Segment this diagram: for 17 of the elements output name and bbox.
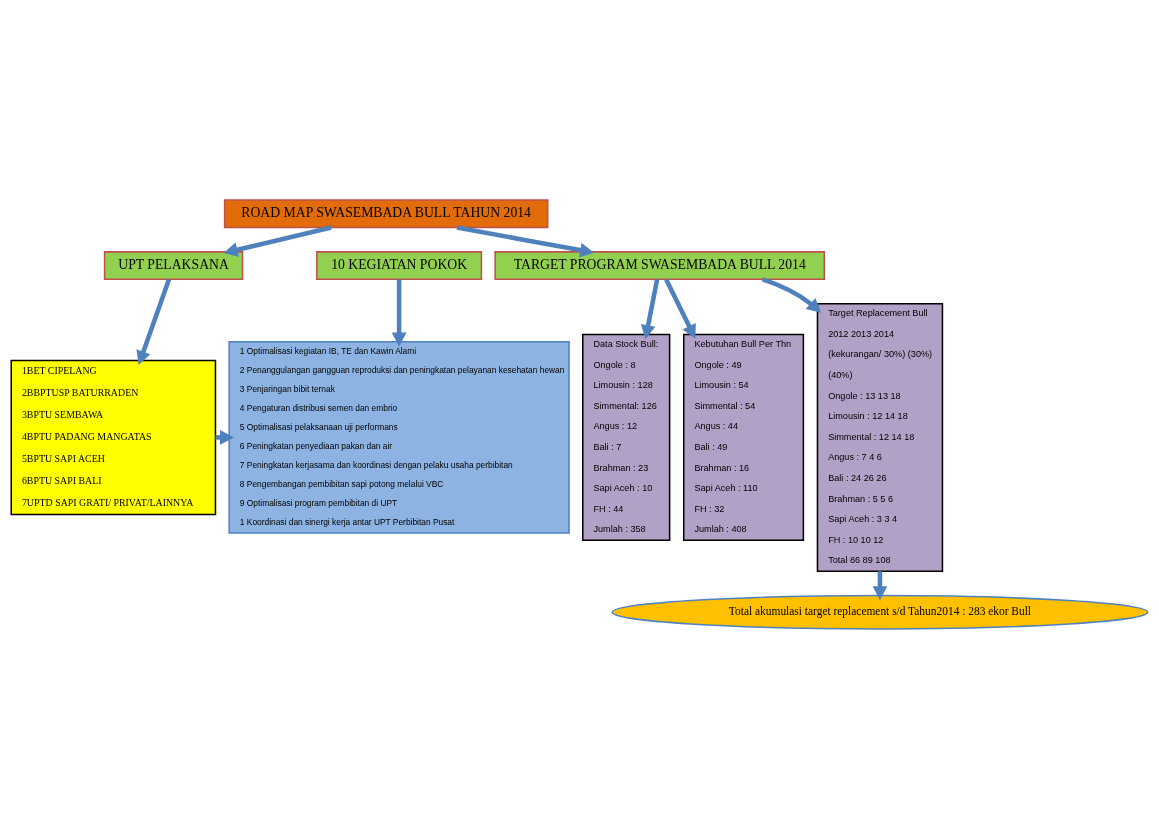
node-box: 10 KEGIATAN POKOK [316,250,483,280]
node-box: Kebutuhan Bull Per Thn Ongole : 49 Limousin : 54 Simmental : 54 Angus : 44 Bali : 49 Brahman : 16 Sapi Aceh : 110 FH : 32 Jumlah : 408 [682,333,805,541]
arrow [664,277,696,339]
node-box: Target Replacement Bull 2012 2013 2014 (kekurangan/ 30%) (30%) (40%) Ongole : 13 13 18 Limousin : 12 14 18 Simmental : 12 14 18 Angus : 7 4 6 Bali : 24 26 26 Brahman : 5 5 6 Sapi Aceh : 3 3 4 FH : 10 10 12 Total 86 89 108 [816,302,944,572]
node-box: 1BET CIPELANG 2BBPTUSP BATURRADEN 3BPTU SEMBAWA 4BPTU PADANG MANGATAS 5BPTU SAPI ACEH 6BPTU SAPI BALI 7UPTD SAPI GRATI/ PRIVAT/LAINNYA [10,359,217,515]
node-ellipse: Total akumulasi target replacement s/d Tahun2014 : 283 ekor Bull [611,594,1149,630]
node-box: ROAD MAP SWASEMBADA BULL TAHUN 2014 [223,198,549,228]
node-box: UPT PELAKSANA [103,250,244,280]
arrow [223,224,332,257]
node-box: 1 Optimalisasi kegiatan IB, TE dan Kawin Alami 2 Penanggulangan gangguan reproduksi dan peningkatan pelayanan kesehatan hewan 3 Penjaringan bibit ternak 4 Pengaturan distribusi semen dan embrio 5 Optimalisasi pelaksanaan uji performans 6 Peningkatan penyediaan pakan dan air 7 Peningkatan kerjasama dan koordinasi dengan pelaku usaha perbibitan 8 Pengembangan pembibitan sapi potong melalui VBC 9 Optimalisasi program pembibitan di UPT 1 Koordinasi dan sinergi kerja antar UPT Perbibitan Pusat [228,340,570,534]
arrow [456,224,595,257]
node-box: Data Stock Bull: Ongole : 8 Limousin : 128 Simmental: 126 Angus : 12 Bali : 7 Brahman : 23 Sapi Aceh : 10 FH : 44 Jumlah : 358 [582,333,671,541]
node-box: TARGET PROGRAM SWASEMBADA BULL 2014 [494,250,826,280]
arrow [640,278,660,339]
arrow [761,276,822,313]
arrow [391,278,407,347]
arrow [136,278,172,365]
